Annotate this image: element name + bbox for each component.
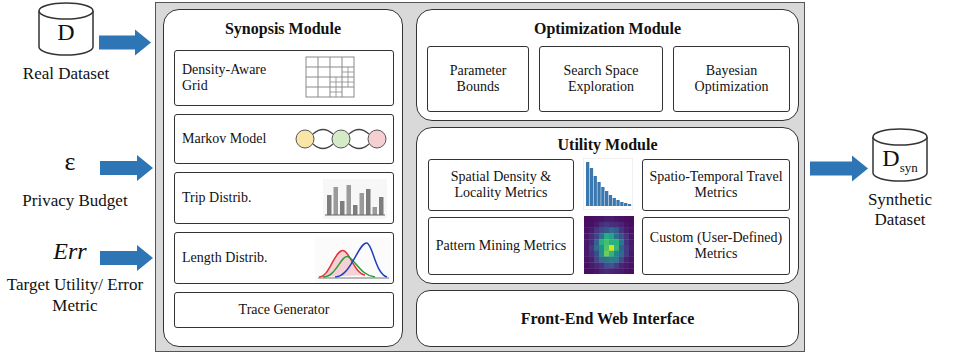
component-box: Spatio-Temporal Travel Metrics xyxy=(642,159,790,211)
input-symbol: ε xyxy=(30,146,110,179)
dataset-symbol: D xyxy=(57,19,74,45)
component-box: Bayesian Optimization xyxy=(673,46,790,112)
component-box: Length Distrib. xyxy=(174,232,394,284)
cylinder-symbol: Dsyn xyxy=(846,145,954,176)
panel-title: Front-End Web Interface xyxy=(521,310,695,328)
module-panel: Spatial Density & Locality Metrics Spatio… xyxy=(416,127,799,284)
flow-arrow xyxy=(99,30,151,56)
system-frame: Density-Aware GridMarkov ModelTrip Distr… xyxy=(155,2,805,352)
component-box: Parameter Bounds xyxy=(427,46,529,112)
dataset-label: Real Dataset xyxy=(16,64,116,84)
component-label: Spatio-Temporal Travel Metrics xyxy=(648,169,784,201)
module-title: Utility Module xyxy=(417,136,798,154)
component-label: Spatial Density & Locality Metrics xyxy=(434,169,568,201)
module-panel: Density-Aware GridMarkov ModelTrip Distr… xyxy=(163,9,403,347)
input-symbol: Err xyxy=(30,236,110,266)
module-panel: Parameter Bounds Search Space Exploration… xyxy=(416,9,799,121)
component-label: Length Distrib. xyxy=(175,250,282,266)
component-box: Trace Generator xyxy=(174,292,394,328)
module-title: Optimization Module xyxy=(417,20,798,38)
input-caption: Target Utility/ Error Metric xyxy=(0,274,150,317)
component-label: Markov Model xyxy=(175,131,282,147)
density-plot-icon xyxy=(315,237,391,283)
input-arrow xyxy=(100,245,153,271)
dataset-label: Synthetic Dataset xyxy=(846,190,954,231)
component-box: Trip Distrib. xyxy=(174,172,394,224)
histogram-icon xyxy=(583,158,633,210)
component-box: Spatial Density & Locality Metrics xyxy=(428,159,574,211)
component-box: Density-Aware Grid xyxy=(174,50,394,106)
component-box: Markov Model xyxy=(174,114,394,164)
cylinder-symbol: D xyxy=(16,19,116,46)
interface-panel: Front-End Web Interface xyxy=(416,290,799,347)
component-label: Pattern Mining Metrics xyxy=(436,238,567,254)
module-title: Synopsis Module xyxy=(164,20,402,38)
database-cylinder: D Real Dataset xyxy=(16,2,116,94)
component-label: Custom (User-Defined) Metrics xyxy=(648,230,784,262)
component-box: Custom (User-Defined) Metrics xyxy=(642,217,790,275)
component-box: Search Space Exploration xyxy=(539,46,663,112)
dataset-subscript: syn xyxy=(900,160,918,175)
component-label: Search Space Exploration xyxy=(545,63,657,95)
component-label: Bayesian Optimization xyxy=(679,63,784,95)
component-label: Trace Generator xyxy=(239,302,330,318)
dataset-symbol: D xyxy=(882,145,899,171)
flow-arrow xyxy=(810,156,868,182)
database-cylinder: DsynSynthetic Dataset xyxy=(846,128,954,254)
component-label: Density-Aware Grid xyxy=(175,62,282,94)
grid-icon xyxy=(305,56,357,100)
input-arrow xyxy=(100,155,153,181)
heatmap-icon xyxy=(584,216,634,274)
input-arrows xyxy=(100,155,153,271)
markov-chain-icon xyxy=(291,123,391,155)
bar-chart-icon xyxy=(323,179,387,219)
component-label: Parameter Bounds xyxy=(433,63,523,95)
input-caption: Privacy Budget xyxy=(0,190,150,211)
component-label: Trip Distrib. xyxy=(175,190,282,206)
component-box: Pattern Mining Metrics xyxy=(428,217,574,275)
